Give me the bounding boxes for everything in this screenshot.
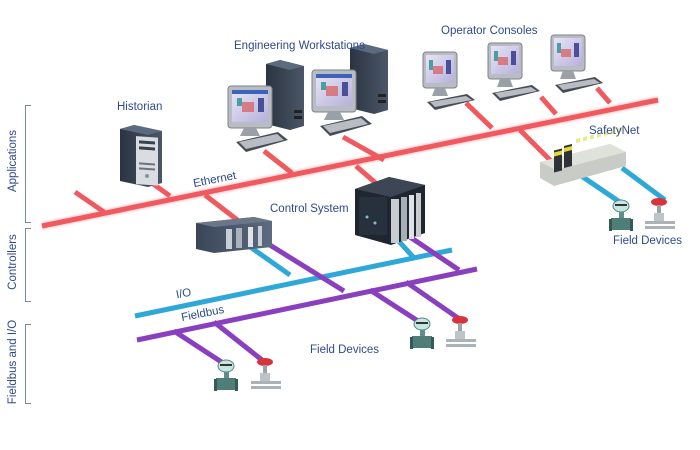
engineering-workstation-icon[interactable] [311,44,388,136]
ethernet-drop-control-rack [354,164,380,187]
safetynet-controller-icon[interactable] [540,127,626,186]
ethernet-drop-oc3 [595,86,612,105]
ethernet-drop-control-small [203,193,242,224]
ethernet-backbone [41,97,659,229]
control-valve-icon[interactable] [251,358,281,389]
ethernet-network [41,86,659,230]
operator-console-icon[interactable] [487,42,540,101]
label-control-system: Control System [270,203,349,215]
ethernet-drop-oc2 [539,95,558,116]
control-valve-icon[interactable] [446,316,476,347]
fieldbus-drop-fd4 [404,279,460,321]
ethernet-drop-ews2 [341,134,386,163]
io-backbone [134,247,453,319]
label-historian: Historian [117,101,163,113]
fieldbus-backbone [136,266,478,343]
fieldbus-drop-control-small [263,239,346,294]
fieldbus-drop-control-rack [408,234,461,273]
operator-console-icon[interactable] [550,34,603,93]
io-drop-control-small [244,241,292,278]
label-safetynet: SafetyNet [589,125,640,137]
engineering-workstation-icon[interactable] [227,60,304,152]
control-system-large-rack-icon[interactable] [355,177,425,245]
control-valve-icon[interactable] [645,198,675,229]
ethernet-drop-left [73,189,106,215]
fieldbus-drop-fd1 [172,328,225,366]
ethernet-drop-ews1 [262,149,294,175]
fieldbus-io-bracket [25,324,31,404]
historian-server-icon[interactable] [120,125,162,187]
flow-transmitter-icon[interactable] [214,359,238,391]
flow-transmitter-icon[interactable] [609,199,633,231]
label-engineering-workstations: Engineering Workstations [234,40,365,52]
applications-bracket [25,105,31,223]
io-drop-sn2 [620,165,667,203]
controllers-bracket [25,228,31,302]
label-field-devices-bottom: Field Devices [310,344,380,356]
fieldbus-drop-fd3 [368,287,420,324]
ethernet-drop-oc1 [464,101,494,130]
fieldbus-drop-fd2 [212,320,264,362]
control-system-small-rack-icon[interactable] [196,217,272,253]
flow-transmitter-icon[interactable] [410,317,434,349]
fieldbus-network [136,234,478,366]
label-field-devices-right: Field Devices [613,235,683,247]
operator-console-icon[interactable] [422,51,475,110]
label-operator-consoles: Operator Consoles [441,25,538,37]
